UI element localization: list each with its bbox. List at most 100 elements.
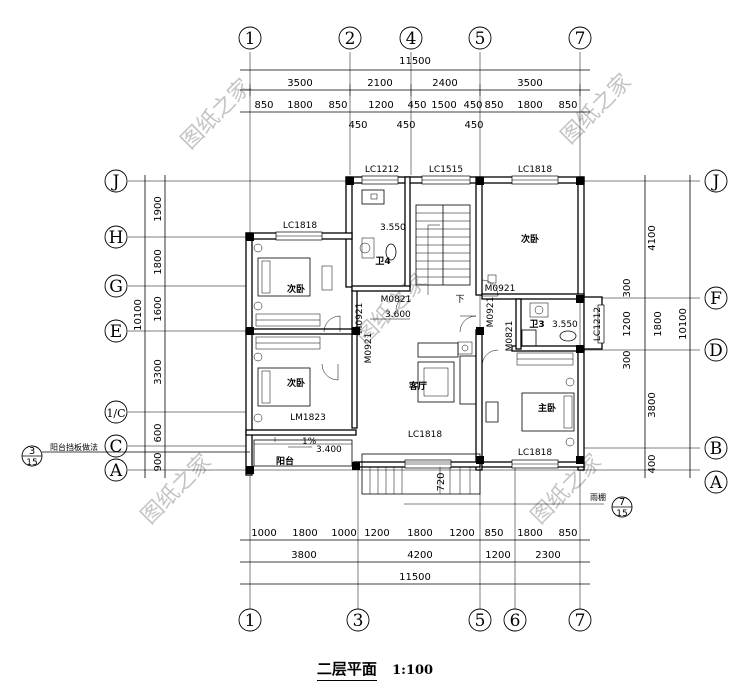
windows — [275, 175, 605, 469]
axis-left-A: A — [109, 461, 123, 481]
axis-bottom-5: 5 — [475, 611, 486, 631]
dim-bot-1200b: 1200 — [449, 528, 474, 539]
axis-top-2: 2 — [345, 29, 356, 49]
axis-top-5: 5 — [475, 29, 486, 49]
window-lc1515: LC1515 — [429, 165, 463, 175]
beds — [253, 243, 575, 447]
axis-left-1C: 1/C — [106, 407, 125, 420]
dim-top-850b: 850 — [328, 100, 347, 111]
drawing-title-text: 二层平面 — [316, 660, 377, 681]
axis-right-J: J — [711, 172, 720, 192]
bottom-axis-markers: 1 3 5 6 7 — [238, 608, 592, 632]
dim-top-3500a: 3500 — [287, 78, 312, 89]
axis-left-E: E — [110, 322, 122, 342]
dim-bot-1000b: 1000 — [331, 528, 356, 539]
window-labels: LC1212 LC1515 LC1818 LC1818 LC1818 LC181… — [283, 165, 603, 458]
dim-bot-1800a: 1800 — [292, 528, 317, 539]
dim-right-1800: 1800 — [653, 311, 664, 336]
dim-left-1800: 1800 — [153, 249, 164, 274]
dim-left-3300: 3300 — [153, 359, 164, 384]
bedroom-label-lower-left: 次卧 — [287, 377, 305, 389]
room-labels: 次卧 次卧 次卧 主卧 客厅 卫4 卫3 — [287, 233, 556, 414]
dim-right-400: 400 — [647, 454, 658, 473]
dim-top-450b: 450 — [463, 100, 482, 111]
axis-bottom-7: 7 — [575, 611, 586, 631]
detail-callouts: 3 15 阳台挡板做法 7 15 雨棚 — [21, 442, 633, 519]
window-lc1212-top: LC1212 — [365, 165, 399, 175]
door-m0921-d: M0921 — [485, 284, 516, 294]
dim-top-850d: 850 — [558, 100, 577, 111]
dim-top-2100: 2100 — [367, 78, 392, 89]
right-axis-markers: J F D B A — [704, 169, 728, 494]
dim-bot-1200a: 1200 — [364, 528, 389, 539]
dim-bot-850a: 850 — [484, 528, 503, 539]
balcony-level: 3.400 — [316, 445, 342, 455]
dim-top-3500b: 3500 — [517, 78, 542, 89]
door-labels: M0821 M0921 M0921 M0921 M0921 M0821 — [355, 284, 515, 363]
dim-left-1900: 1900 — [153, 196, 164, 221]
dim-top-1500: 1500 — [431, 100, 456, 111]
dim-bot-1800c: 1800 — [517, 528, 542, 539]
axis-left-C: C — [109, 437, 122, 457]
living-room-label: 客厅 — [408, 380, 427, 392]
callout-left-bottom: 15 — [26, 458, 37, 468]
window-lc1818-left: LC1818 — [283, 221, 317, 231]
dim-right-total: 10100 — [678, 308, 689, 340]
dim-bot-850b: 850 — [558, 528, 577, 539]
door-m0921-a: M0921 — [355, 303, 365, 334]
axis-grid-lines — [128, 52, 700, 610]
living-furniture — [417, 341, 499, 423]
right-dimensions: 4100 300 1200 300 3800 400 1800 10100 — [622, 175, 691, 478]
dim-left-900: 900 — [153, 452, 164, 471]
bedroom-label-upper-left: 次卧 — [287, 283, 305, 295]
level-wc4: 3.550 — [380, 223, 406, 233]
dim-top-450d: 450 — [396, 120, 415, 131]
top-dimensions: 11500 3500 2100 2400 3500 850 1800 850 1… — [240, 56, 590, 131]
wardrobes — [255, 274, 574, 366]
dim-right-3800: 3800 — [647, 392, 658, 417]
left-dimensions: 1900 1800 1600 3300 600 900 10100 — [133, 175, 166, 478]
axis-bottom-6: 6 — [510, 611, 521, 631]
dim-top-1800a: 1800 — [287, 100, 312, 111]
dim-right-4100: 4100 — [647, 225, 658, 250]
dim-top-450a: 450 — [407, 100, 426, 111]
balcony-label: 阳台 — [276, 455, 294, 467]
balcony-railing-note: 阳台挡板做法 — [50, 442, 98, 452]
axis-bottom-1: 1 — [245, 611, 256, 631]
axis-left-G: G — [109, 277, 123, 297]
balcony-slope: 1% — [302, 437, 317, 447]
dim-bot-4200: 4200 — [407, 550, 432, 561]
axis-top-1: 1 — [245, 29, 256, 49]
door-m0921-b: M0921 — [364, 333, 374, 364]
doors — [321, 279, 499, 381]
dim-top-total: 11500 — [399, 56, 431, 67]
rain-canopy-note: 雨棚 — [590, 492, 606, 502]
dim-top-450e: 450 — [464, 120, 483, 131]
bottom-dimensions: 1000 1800 1000 1200 1800 1200 850 1800 8… — [240, 528, 590, 585]
window-lc1212-wc3: LC1212 — [593, 307, 603, 341]
watermark-4: 图纸之家 — [137, 449, 217, 529]
stair-down-label: 下 — [455, 295, 464, 305]
axis-top-4: 4 — [406, 29, 417, 49]
dim-top-450c: 450 — [348, 120, 367, 131]
balcony: 1% 3.400 阳台 — [253, 437, 353, 467]
stair-run-dim: 720 — [436, 472, 447, 491]
axis-left-J: J — [111, 172, 120, 192]
dim-bot-2300: 2300 — [535, 550, 560, 561]
callout-left-top: 3 — [29, 446, 35, 457]
bathroom-fixtures — [359, 189, 577, 347]
dim-bot-1000a: 1000 — [251, 528, 276, 539]
drawing-scale: 1:100 — [392, 663, 434, 678]
top-axis-markers: 1 2 4 5 7 — [238, 26, 592, 50]
callout-right-top: 7 — [619, 497, 625, 508]
level-wc3: 3.550 — [552, 320, 578, 330]
level-marks: 3.550 3.550 3.600 — [370, 223, 578, 330]
window-lc1818-living: LC1818 — [408, 430, 442, 440]
staircase: 下 — [415, 204, 471, 305]
dim-top-1800b: 1800 — [517, 100, 542, 111]
dim-bot-3800: 3800 — [291, 550, 316, 561]
axis-top-7: 7 — [575, 29, 586, 49]
drawing-title: 二层平面 1:100 — [0, 658, 750, 681]
door-m0821-wc4: M0821 — [381, 295, 412, 305]
